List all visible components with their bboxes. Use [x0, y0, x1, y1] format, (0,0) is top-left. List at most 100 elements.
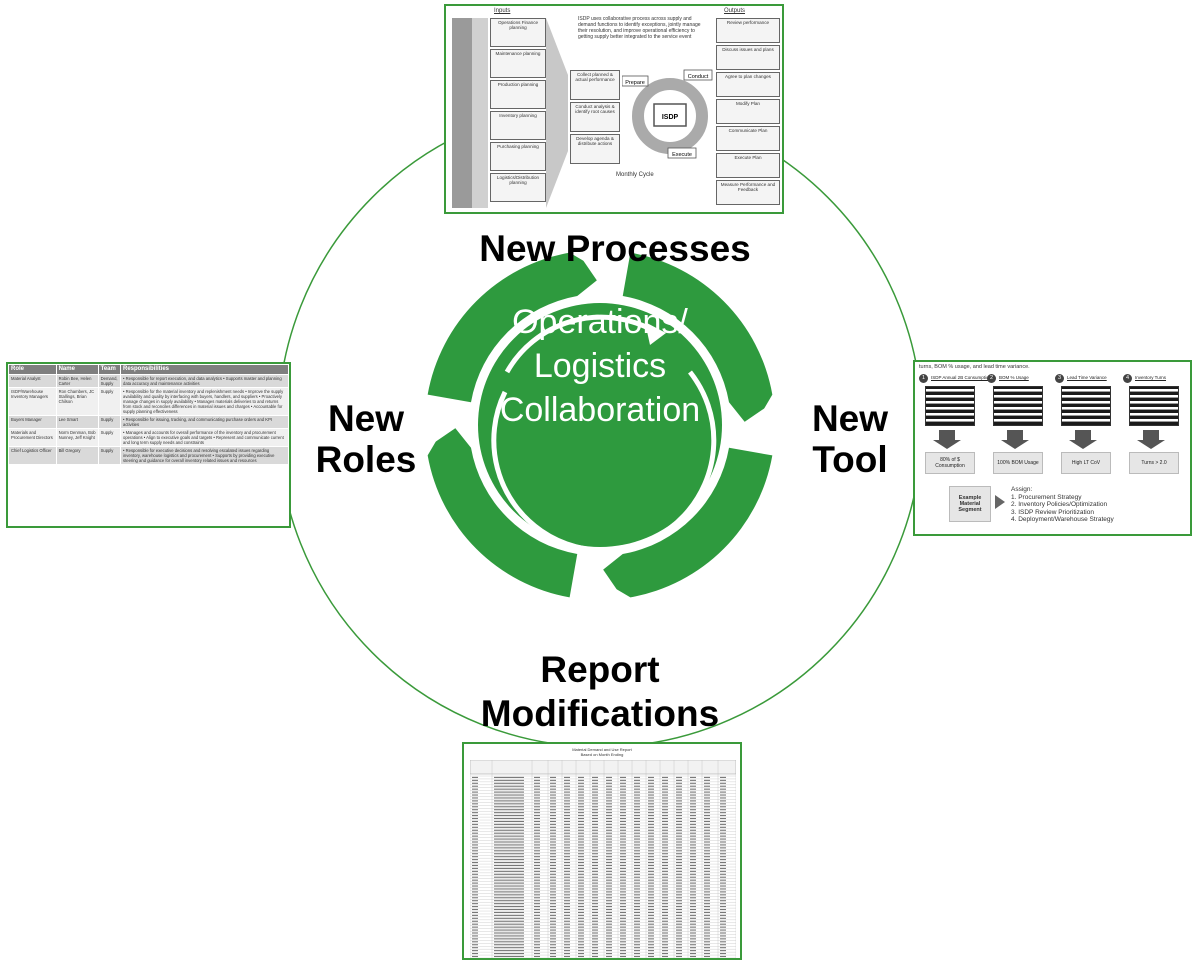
report-cell-text	[606, 894, 612, 896]
report-cell-text	[578, 779, 584, 781]
report-cell-text	[592, 873, 598, 875]
report-cell-text	[606, 844, 612, 846]
report-cell-text	[720, 844, 726, 846]
report-cell-text	[592, 911, 598, 913]
report-cell-text	[704, 906, 710, 908]
report-cell-text	[550, 914, 556, 916]
report-cell-text	[648, 850, 654, 852]
report-cell-text	[676, 829, 682, 831]
report-cell-text	[634, 838, 640, 840]
process-left-chevron	[472, 18, 488, 208]
report-cell-text	[648, 882, 654, 884]
report-cell-text	[662, 797, 668, 799]
report-cell-text	[494, 823, 524, 825]
report-cell-text	[606, 917, 612, 919]
report-cell-text	[648, 873, 654, 875]
report-cell-text	[578, 806, 584, 808]
report-cell-text	[564, 791, 570, 793]
report-cell-text	[620, 815, 626, 817]
report-cell-text	[620, 844, 626, 846]
report-cell-text	[634, 785, 640, 787]
report-cell-text	[704, 920, 710, 922]
report-cell-text	[720, 826, 726, 828]
report-cell-text	[704, 917, 710, 919]
report-cell-text	[472, 932, 478, 934]
report-cell-text	[534, 955, 540, 958]
report-cell-text	[704, 815, 710, 817]
report-cell-text	[578, 853, 584, 855]
report-cell-text	[676, 941, 682, 943]
report-cell-text	[704, 897, 710, 899]
report-cell-text	[534, 782, 540, 784]
report-cell-text	[676, 832, 682, 834]
report-cell-text	[564, 876, 570, 878]
report-cell-text	[634, 859, 640, 861]
report-cell-text	[534, 820, 540, 822]
report-cell-text	[550, 932, 556, 934]
process-output-box: Discuss issues and plans	[716, 45, 780, 70]
report-cell-text	[704, 870, 710, 872]
process-input-box: Operations Finance planning	[490, 18, 546, 47]
label-new-roles-line-2: Roles	[315, 439, 417, 481]
report-cell-text	[472, 782, 478, 784]
report-cell-text	[578, 826, 584, 828]
report-cell-text	[620, 935, 626, 937]
report-cell-text	[550, 788, 556, 790]
report-cell-text	[662, 859, 668, 861]
report-cell-text	[550, 873, 556, 875]
report-cell-text	[550, 900, 556, 902]
tool-step-result: High LT CoV	[1061, 452, 1111, 474]
report-cell-text	[662, 888, 668, 890]
tool-step-result: Turns > 2.0	[1129, 452, 1179, 474]
report-cell-text	[634, 829, 640, 831]
tool-step-arrow	[1007, 430, 1023, 440]
report-cell-text	[472, 797, 478, 799]
report-cell-text	[648, 888, 654, 890]
report-cell-text	[676, 815, 682, 817]
report-cell-text	[606, 879, 612, 881]
report-cell-text	[690, 914, 696, 916]
report-cell-text	[620, 897, 626, 899]
report-cell-text	[494, 812, 524, 814]
report-cell-text	[720, 823, 726, 825]
report-cell-text	[606, 903, 612, 905]
report-cell-text	[690, 870, 696, 872]
report-cell-text	[634, 935, 640, 937]
report-cell-text	[676, 864, 682, 867]
report-cell-text	[578, 861, 584, 864]
report-cell-text	[720, 900, 726, 902]
tool-step-arrow	[939, 430, 955, 440]
report-cell-text	[620, 908, 626, 911]
report-cell-text	[578, 873, 584, 875]
report-cell-text	[662, 900, 668, 902]
report-cell-text	[534, 903, 540, 905]
cycle-segment	[622, 252, 773, 431]
report-cell-text	[564, 911, 570, 913]
report-cell-text	[704, 952, 710, 955]
report-cell-text	[494, 897, 524, 899]
report-cell-text	[704, 809, 710, 811]
report-cell-text	[634, 870, 640, 872]
report-cell-text	[720, 903, 726, 905]
report-cell-text	[720, 861, 726, 864]
report-cell-text	[690, 944, 696, 946]
report-cell-text	[550, 885, 556, 887]
report-cell-text	[704, 891, 710, 893]
report-cell-text	[634, 923, 640, 925]
report-cell-text	[704, 794, 710, 796]
report-cell-text	[676, 838, 682, 840]
report-cell-text	[606, 944, 612, 946]
report-cell-text	[704, 779, 710, 781]
report-cell-text	[704, 935, 710, 937]
report-cell-text	[704, 903, 710, 905]
report-cell-text	[564, 853, 570, 855]
report-cell-text	[720, 829, 726, 831]
report-cell-text	[494, 817, 524, 820]
report-cell-text	[564, 885, 570, 887]
report-cell-text	[534, 929, 540, 931]
report-cell-text	[720, 782, 726, 784]
report-cell-text	[578, 917, 584, 919]
report-cell-text	[606, 935, 612, 937]
report-cell-text	[662, 832, 668, 834]
